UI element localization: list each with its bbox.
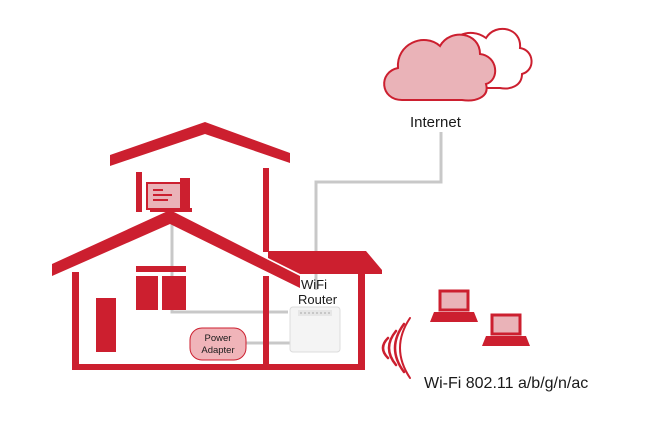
window-pane-right [162, 276, 186, 310]
power-adapter-label-line1: Power [205, 333, 232, 344]
laptop-icon [482, 313, 530, 346]
wifi-router-icon [289, 306, 341, 353]
power-adapter-label-line2: Adapter [201, 345, 234, 356]
computer-cable [170, 222, 288, 314]
router-label-line1: WiFi [301, 277, 327, 292]
cloud-front [383, 33, 496, 102]
wifi-standard-label: Wi-Fi 802.11 a/b/g/n/ac [424, 375, 588, 392]
wall-left [72, 272, 79, 370]
house [52, 122, 382, 370]
main-roof [52, 210, 300, 288]
door [96, 298, 116, 352]
window-pane-left [136, 276, 158, 310]
internet-cable [314, 132, 443, 290]
power-adapter-icon [189, 327, 247, 361]
cloud-icon [383, 28, 533, 102]
window-top [136, 266, 186, 272]
desktop-computer-icon [146, 178, 192, 212]
laptop-icon [430, 289, 478, 322]
upper-wall-right [263, 168, 269, 252]
wall-middle [263, 276, 269, 370]
wall-right [358, 274, 365, 370]
internet-label: Internet [410, 114, 462, 131]
right-roof [268, 251, 382, 274]
upper-roof [110, 122, 290, 166]
wifi-signal-icon [381, 317, 411, 379]
upper-wall-left [136, 172, 142, 212]
floor [72, 364, 365, 370]
router-label-line2: Router [298, 292, 338, 307]
